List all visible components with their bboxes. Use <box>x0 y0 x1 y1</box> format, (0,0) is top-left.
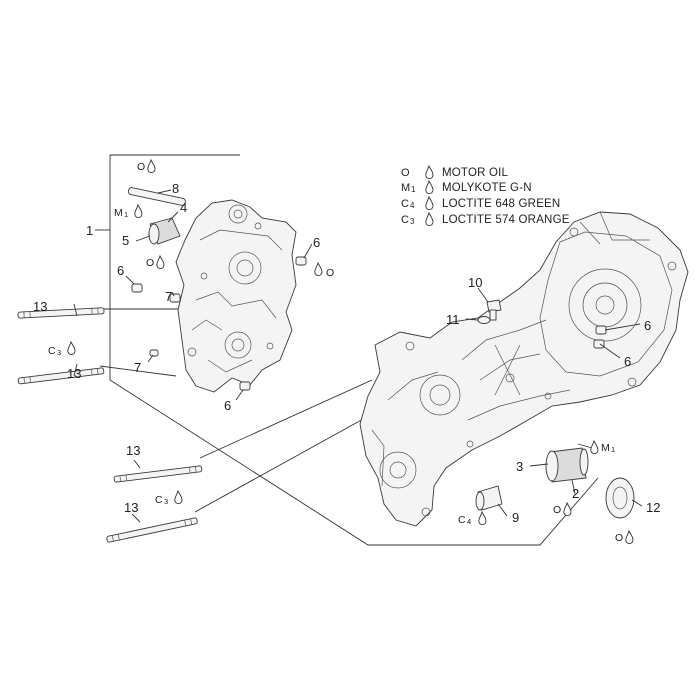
dowel <box>239 381 251 391</box>
callout-12: 12 <box>646 500 660 515</box>
callout-7: 7 <box>134 360 141 375</box>
motor-oil-symbol: O <box>326 267 334 279</box>
dowel <box>295 256 307 266</box>
legend-symbol-sub: 4 <box>410 201 415 210</box>
drop-icon <box>425 211 434 227</box>
motor-oil-symbol: O <box>553 504 561 516</box>
molykote-symbol: M <box>601 442 610 454</box>
washer <box>477 316 491 324</box>
motor-oil-symbol: O <box>146 257 154 269</box>
callout-2: 2 <box>572 486 579 501</box>
drop-icon <box>67 340 76 356</box>
callout-13: 13 <box>124 500 138 515</box>
molykote-symbol: M <box>114 207 123 219</box>
stud <box>106 517 198 543</box>
legend-row-molykote: M 1 MOLYKOTE G-N <box>401 179 532 195</box>
loctite-574-symbol-sub: 3 <box>164 497 168 506</box>
legend-symbol: C <box>401 198 409 210</box>
drop-icon <box>563 501 572 517</box>
drop-icon <box>425 164 434 180</box>
stud <box>113 465 203 483</box>
sleeve <box>475 485 503 511</box>
molykote-symbol-sub: 1 <box>124 210 128 219</box>
legend-label: LOCTITE 574 ORANGE <box>442 214 570 226</box>
callout-3: 3 <box>516 459 523 474</box>
drop-icon <box>625 529 634 545</box>
loctite-574-symbol: C <box>48 345 56 357</box>
dowel <box>595 325 607 335</box>
dowel <box>149 349 159 357</box>
drop-icon <box>425 179 434 195</box>
bushing <box>545 447 589 483</box>
dowel <box>131 283 143 293</box>
pin <box>127 187 186 206</box>
callout-9: 9 <box>512 510 519 525</box>
legend: O MOTOR OIL M 1 MOLYKOTE G-N C 4 LOCTITE… <box>401 164 570 227</box>
drop-icon <box>174 489 183 505</box>
callout-numbers: 1 2 3 4 5 6 6 6 6 6 7 7 8 9 10 11 12 13 … <box>33 181 660 525</box>
loctite-574-symbol-sub: 3 <box>57 348 61 357</box>
callout-6: 6 <box>624 354 631 369</box>
drop-icon <box>314 261 323 277</box>
drop-icon <box>478 510 487 526</box>
oil-seal <box>605 477 635 519</box>
callout-13: 13 <box>126 443 140 458</box>
drop-icon <box>156 254 165 270</box>
drop-icon <box>147 158 156 174</box>
screw <box>486 299 502 321</box>
bushing <box>148 217 181 245</box>
legend-symbol-sub: 1 <box>411 185 416 194</box>
callout-11: 11 <box>446 312 460 327</box>
callout-1: 1 <box>86 223 93 238</box>
motor-oil-symbol: O <box>137 161 145 173</box>
drop-icon <box>590 439 599 455</box>
dowel <box>593 339 605 349</box>
loctite-648-symbol: C <box>458 514 466 526</box>
stud <box>17 307 105 319</box>
callout-5: 5 <box>122 233 129 248</box>
callout-7: 7 <box>165 289 172 304</box>
legend-row-loctite-574: C 3 LOCTITE 574 ORANGE <box>401 211 570 227</box>
legend-symbol-sub: 3 <box>410 217 415 226</box>
callout-13: 13 <box>33 299 47 314</box>
legend-symbol: O <box>401 167 410 179</box>
stud <box>17 367 105 385</box>
motor-oil-symbol: O <box>615 532 623 544</box>
callout-6: 6 <box>644 318 651 333</box>
callout-8: 8 <box>172 181 179 196</box>
dowel <box>169 293 181 303</box>
drop-icon <box>134 203 143 219</box>
legend-label: MOLYKOTE G-N <box>442 182 532 194</box>
callout-6: 6 <box>117 263 124 278</box>
legend-label: MOTOR OIL <box>442 167 509 179</box>
stud-guide-lines <box>99 308 373 513</box>
studs <box>17 307 203 543</box>
legend-row-motor-oil: O MOTOR OIL <box>401 164 509 180</box>
loctite-648-symbol-sub: 4 <box>467 517 471 526</box>
callout-13: 13 <box>67 366 81 381</box>
right-crankcase-half <box>359 211 689 527</box>
loctite-574-symbol: C <box>155 494 163 506</box>
callout-6: 6 <box>224 398 231 413</box>
callout-6: 6 <box>313 235 320 250</box>
molykote-symbol-sub: 1 <box>611 445 615 454</box>
left-crankcase-half <box>175 199 297 393</box>
legend-symbol: C <box>401 214 409 226</box>
callout-10: 10 <box>468 275 482 290</box>
leader-lines <box>73 189 643 523</box>
group-bracket <box>95 154 599 546</box>
lubricant-markers: O M 1 O O C 3 C 3 M 1 O C 4 O <box>48 158 634 545</box>
callout-4: 4 <box>180 200 187 215</box>
legend-row-loctite-648: C 4 LOCTITE 648 GREEN <box>401 195 560 211</box>
drop-icon <box>425 195 434 211</box>
legend-symbol: M <box>401 182 410 194</box>
legend-label: LOCTITE 648 GREEN <box>442 198 560 210</box>
